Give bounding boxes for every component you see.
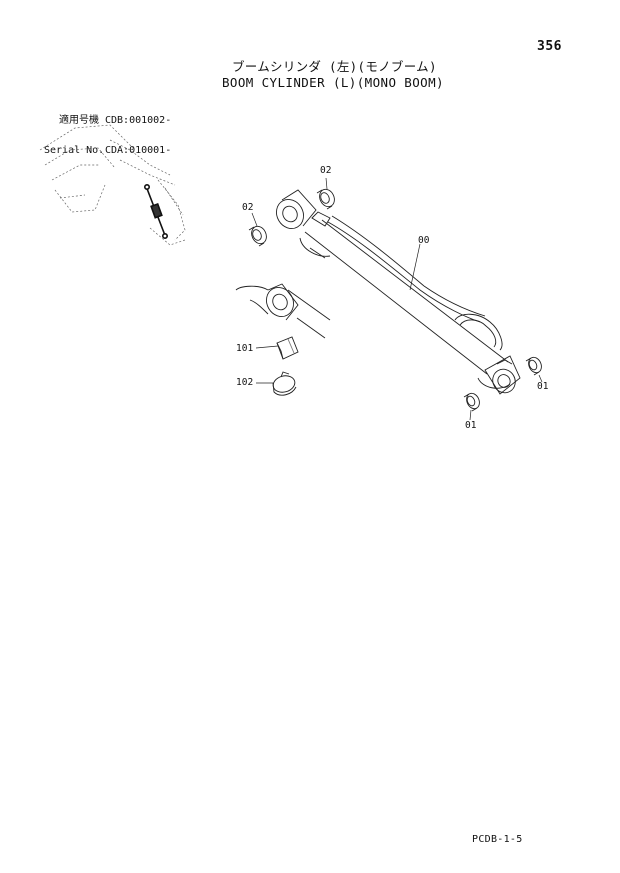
serial-value: CDA:010001- bbox=[105, 145, 172, 156]
callout-00: 00 bbox=[418, 235, 430, 246]
serial-row-serial-no: Serial No. CDA:010001- bbox=[44, 146, 171, 156]
serial-value: CDB:001002- bbox=[105, 115, 172, 126]
locator-excavator-sketch bbox=[39, 124, 186, 246]
serial-row-applicable: 適用号機 CDB:001002- bbox=[44, 116, 171, 126]
serial-label: Serial No. bbox=[44, 145, 105, 156]
boom-arm-end bbox=[235, 283, 331, 339]
callout-101: 101 bbox=[236, 343, 254, 354]
footer-code: PCDB-1-5 bbox=[472, 834, 523, 845]
part-101 bbox=[276, 336, 299, 360]
callout-01-bottom: 01 bbox=[465, 420, 477, 431]
page-number: 356 bbox=[537, 39, 562, 54]
bushing-01-right bbox=[525, 356, 542, 376]
locator-cylinder-highlight bbox=[144, 184, 169, 240]
bushing-02-top bbox=[316, 188, 335, 210]
serial-label: 適用号機 bbox=[59, 115, 99, 126]
callout-02-left: 02 bbox=[242, 202, 254, 213]
serial-info: 適用号機 CDB:001002- Serial No. CDA:010001- bbox=[44, 96, 171, 166]
bushing-01-bottom bbox=[463, 392, 480, 412]
callout-102: 102 bbox=[236, 377, 254, 388]
bushing-02-left bbox=[248, 225, 267, 247]
leader-lines bbox=[251, 177, 543, 421]
callout-01-right: 01 bbox=[537, 381, 549, 392]
part-102 bbox=[272, 371, 297, 396]
callout-02-top: 02 bbox=[320, 165, 332, 176]
title-japanese: ブームシリンダ (左)(モノブーム) bbox=[232, 59, 437, 74]
title-english: BOOM CYLINDER (L)(MONO BOOM) bbox=[222, 75, 444, 90]
boom-cylinder-00 bbox=[276, 189, 521, 395]
